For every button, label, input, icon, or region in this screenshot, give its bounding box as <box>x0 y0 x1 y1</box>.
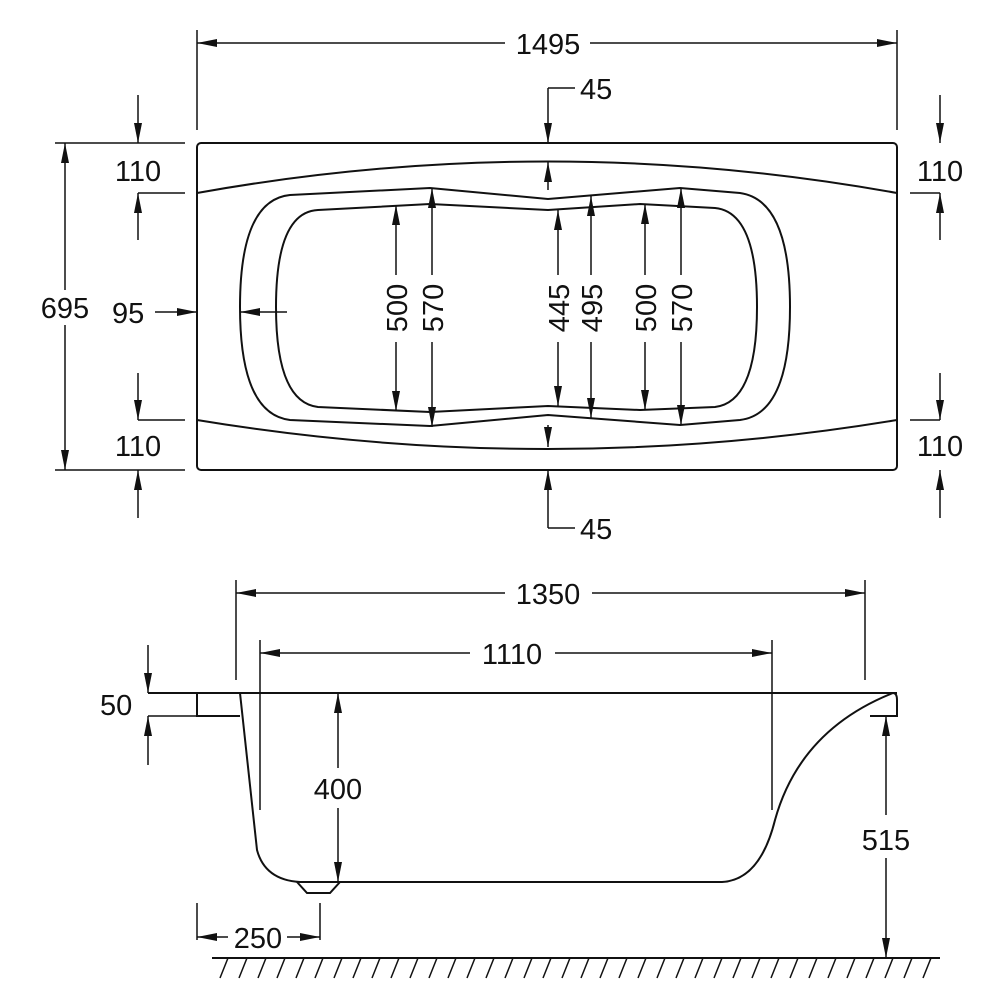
hatch-line <box>865 957 875 979</box>
dim-top-length: 1350 <box>516 579 581 611</box>
hatch-line <box>314 957 324 979</box>
rim-nub <box>870 692 898 717</box>
side-view: 1350 1110 50 400 515 250 <box>100 579 940 979</box>
hatch-line <box>694 957 704 979</box>
hatch-line <box>219 957 229 979</box>
hatch-line <box>922 957 932 979</box>
dim-height: 515 <box>862 825 910 857</box>
dim-end-rim-right-bottom: 110 <box>917 431 963 463</box>
dim-overall-width: 695 <box>41 293 89 325</box>
rim-curve-bottom <box>196 419 898 450</box>
hatch-line <box>827 957 837 979</box>
hatch-line <box>295 957 305 979</box>
top-view: 1495 45 45 695 110 110 110 110 95 500 57… <box>41 29 963 546</box>
dim-inner-445-mid: 445 <box>544 284 576 332</box>
hatch-line <box>485 957 495 979</box>
dim-rim-thickness: 50 <box>100 690 132 722</box>
hatch-line <box>656 957 666 979</box>
dim-inner-570-right: 570 <box>667 284 699 332</box>
hatch-line <box>732 957 742 979</box>
inner-bowl <box>274 202 759 414</box>
hatch-line <box>257 957 267 979</box>
dim-inner-500-right: 500 <box>631 284 663 332</box>
hatch-line <box>447 957 457 979</box>
hatch-line <box>580 957 590 979</box>
hatch-line <box>238 957 248 979</box>
dim-inner-500-left: 500 <box>382 284 414 332</box>
hatch-line <box>352 957 362 979</box>
dim-end-rim-left-top: 110 <box>115 156 161 188</box>
hatch-line <box>808 957 818 979</box>
dim-bottom-length: 1110 <box>482 639 542 671</box>
hatch-line <box>675 957 685 979</box>
hatch-line <box>903 957 913 979</box>
hatch-line <box>637 957 647 979</box>
hatch-line <box>504 957 514 979</box>
hatch-line <box>618 957 628 979</box>
hatch-line <box>789 957 799 979</box>
dim-rim-bottom: 45 <box>580 514 612 546</box>
outer-bowl <box>238 186 792 428</box>
floor-hatching <box>219 957 932 979</box>
hatch-line <box>276 957 286 979</box>
dim-end-rim-right-top: 110 <box>917 156 963 188</box>
hatch-line <box>561 957 571 979</box>
dim-inner-570-left: 570 <box>418 284 450 332</box>
hatch-line <box>542 957 552 979</box>
tub-profile <box>239 692 894 883</box>
dim-overall-length: 1495 <box>516 29 581 61</box>
foot <box>296 881 341 894</box>
dim-end-rim-left-bottom: 110 <box>115 431 161 463</box>
rim-curve-top <box>196 160 898 194</box>
dim-inner-495-mid: 495 <box>577 284 609 332</box>
hatch-line <box>390 957 400 979</box>
hatch-line <box>884 957 894 979</box>
hatch-line <box>751 957 761 979</box>
hatch-line <box>466 957 476 979</box>
dim-rim-top: 45 <box>580 74 612 106</box>
hatch-line <box>333 957 343 979</box>
hatch-line <box>846 957 856 979</box>
hatch-line <box>409 957 419 979</box>
dim-foot-offset: 250 <box>234 923 282 955</box>
hatch-line <box>770 957 780 979</box>
hatch-line <box>599 957 609 979</box>
hatch-line <box>371 957 381 979</box>
hatch-line <box>523 957 533 979</box>
rim-shelf <box>196 692 240 717</box>
dim-end-wall: 95 <box>112 298 144 330</box>
hatch-line <box>428 957 438 979</box>
hatch-line <box>713 957 723 979</box>
dim-depth: 400 <box>314 774 362 806</box>
